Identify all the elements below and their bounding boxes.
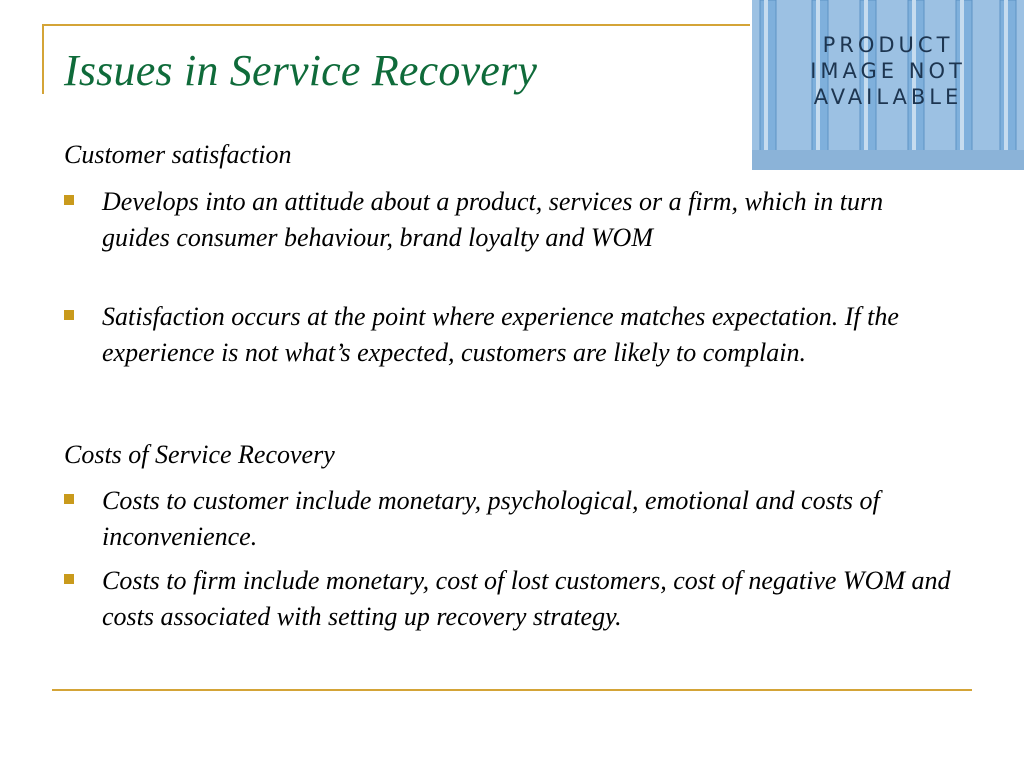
title-frame-top-line bbox=[42, 24, 750, 26]
section-heading-customer-satisfaction: Customer satisfaction bbox=[64, 140, 292, 169]
bullet-item: Costs to customer include monetary, psyc… bbox=[64, 483, 954, 555]
slide-title: Issues in Service Recovery bbox=[64, 46, 538, 95]
section-heading-costs-of-service-recovery: Costs of Service Recovery bbox=[64, 440, 335, 469]
bullet-item: Costs to firm include monetary, cost of … bbox=[64, 563, 954, 635]
bullet-square-icon bbox=[64, 574, 74, 584]
bullet-text: Develops into an attitude about a produc… bbox=[102, 187, 884, 252]
bullet-item: Satisfaction occurs at the point where e… bbox=[64, 299, 954, 371]
bullet-text: Satisfaction occurs at the point where e… bbox=[102, 302, 899, 367]
product-image-bars bbox=[752, 0, 1024, 170]
footer-divider-line bbox=[52, 689, 972, 691]
product-image-placeholder: PRODUCT IMAGE NOT AVAILABLE bbox=[752, 0, 1024, 170]
bullet-square-icon bbox=[64, 494, 74, 504]
bullet-square-icon bbox=[64, 195, 74, 205]
product-image-caption: PRODUCT IMAGE NOT AVAILABLE bbox=[752, 32, 1024, 110]
bullet-text: Costs to firm include monetary, cost of … bbox=[102, 566, 951, 631]
caption-line-2: IMAGE NOT bbox=[810, 59, 966, 83]
caption-line-1: PRODUCT bbox=[822, 33, 954, 57]
caption-line-3: AVAILABLE bbox=[813, 85, 963, 109]
title-frame-left-line bbox=[42, 24, 44, 94]
bullet-text: Costs to customer include monetary, psyc… bbox=[102, 486, 880, 551]
bullet-square-icon bbox=[64, 310, 74, 320]
bullet-item: Develops into an attitude about a produc… bbox=[64, 184, 954, 256]
